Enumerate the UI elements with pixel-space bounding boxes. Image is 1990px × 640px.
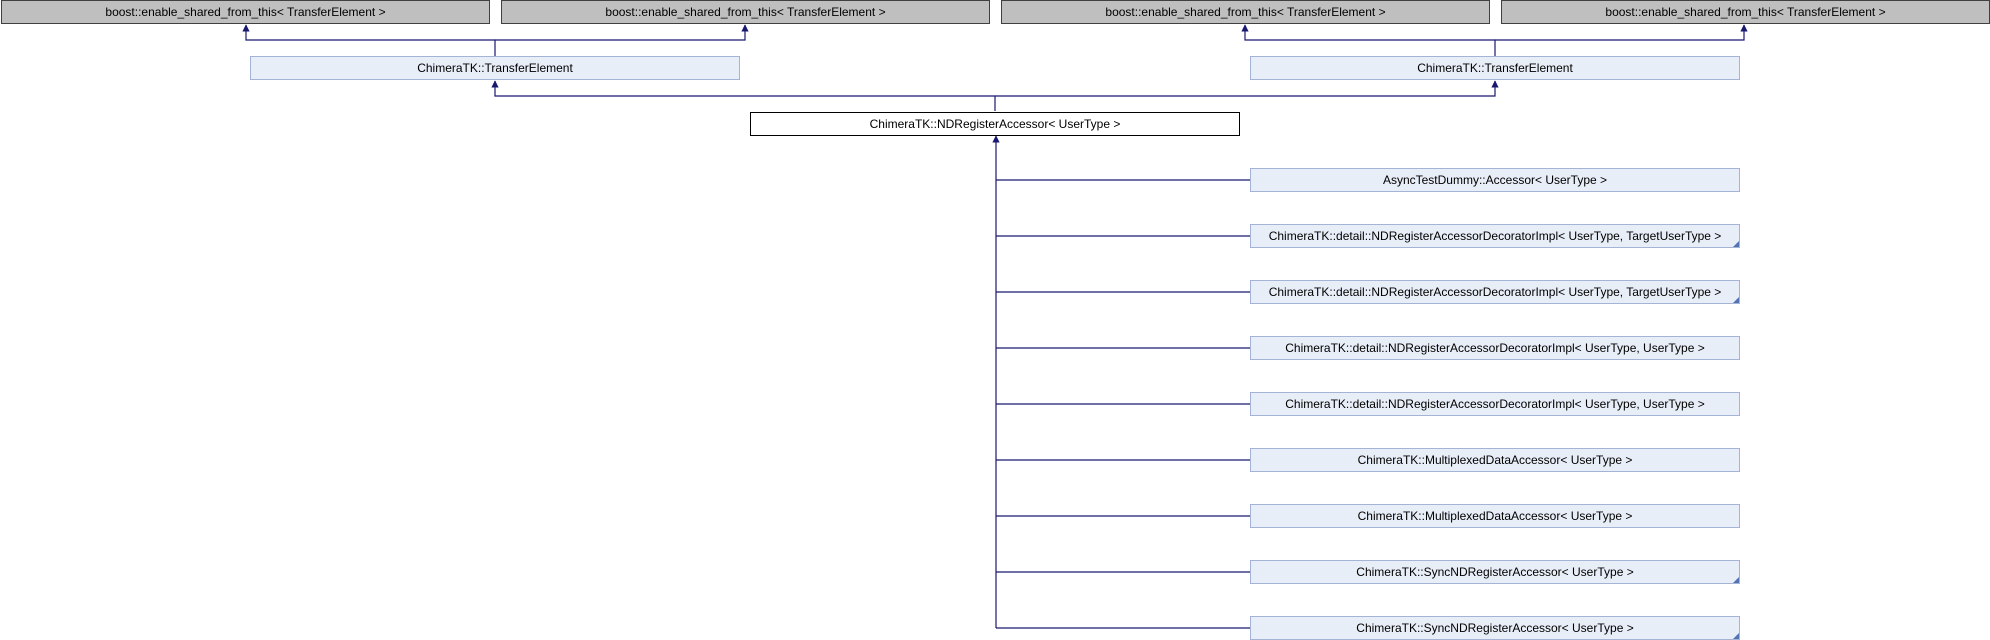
main-class-node: ChimeraTK::NDRegisterAccessor< UserType … (750, 112, 1240, 136)
parent-class-node[interactable]: ChimeraTK::TransferElement (250, 56, 740, 80)
base-class-node[interactable]: boost::enable_shared_from_this< Transfer… (1, 0, 490, 24)
base-class-node[interactable]: boost::enable_shared_from_this< Transfer… (1001, 0, 1490, 24)
edge-base1-to-parent-left (242, 24, 496, 56)
derived-class-node[interactable]: ChimeraTK::MultiplexedDataAccessor< User… (1250, 504, 1740, 528)
derived-class-node[interactable]: ChimeraTK::SyncNDRegisterAccessor< UserT… (1250, 560, 1740, 584)
derived-class-node[interactable]: AsyncTestDummy::Accessor< UserType > (1250, 168, 1740, 192)
edge-main-to-parent-left (491, 80, 996, 111)
base-class-node[interactable]: boost::enable_shared_from_this< Transfer… (1501, 0, 1990, 24)
parent-class-node[interactable]: ChimeraTK::TransferElement (1250, 56, 1740, 80)
edge-base4-to-parent-right (1495, 24, 1748, 41)
derived-class-node[interactable]: ChimeraTK::detail::NDRegisterAccessorDec… (1250, 392, 1740, 416)
derived-class-node[interactable]: ChimeraTK::MultiplexedDataAccessor< User… (1250, 448, 1740, 472)
derived-class-node[interactable]: ChimeraTK::detail::NDRegisterAccessorDec… (1250, 336, 1740, 360)
derived-class-node[interactable]: ChimeraTK::detail::NDRegisterAccessorDec… (1250, 280, 1740, 304)
derived-class-node[interactable]: ChimeraTK::detail::NDRegisterAccessorDec… (1250, 224, 1740, 248)
base-class-node[interactable]: boost::enable_shared_from_this< Transfer… (501, 0, 990, 24)
edge-base3-to-parent-right (1241, 24, 1496, 56)
edge-main-to-parent-right (995, 80, 1499, 97)
edge-base2-to-parent-left (495, 24, 749, 41)
derived-class-node[interactable]: ChimeraTK::SyncNDRegisterAccessor< UserT… (1250, 616, 1740, 640)
